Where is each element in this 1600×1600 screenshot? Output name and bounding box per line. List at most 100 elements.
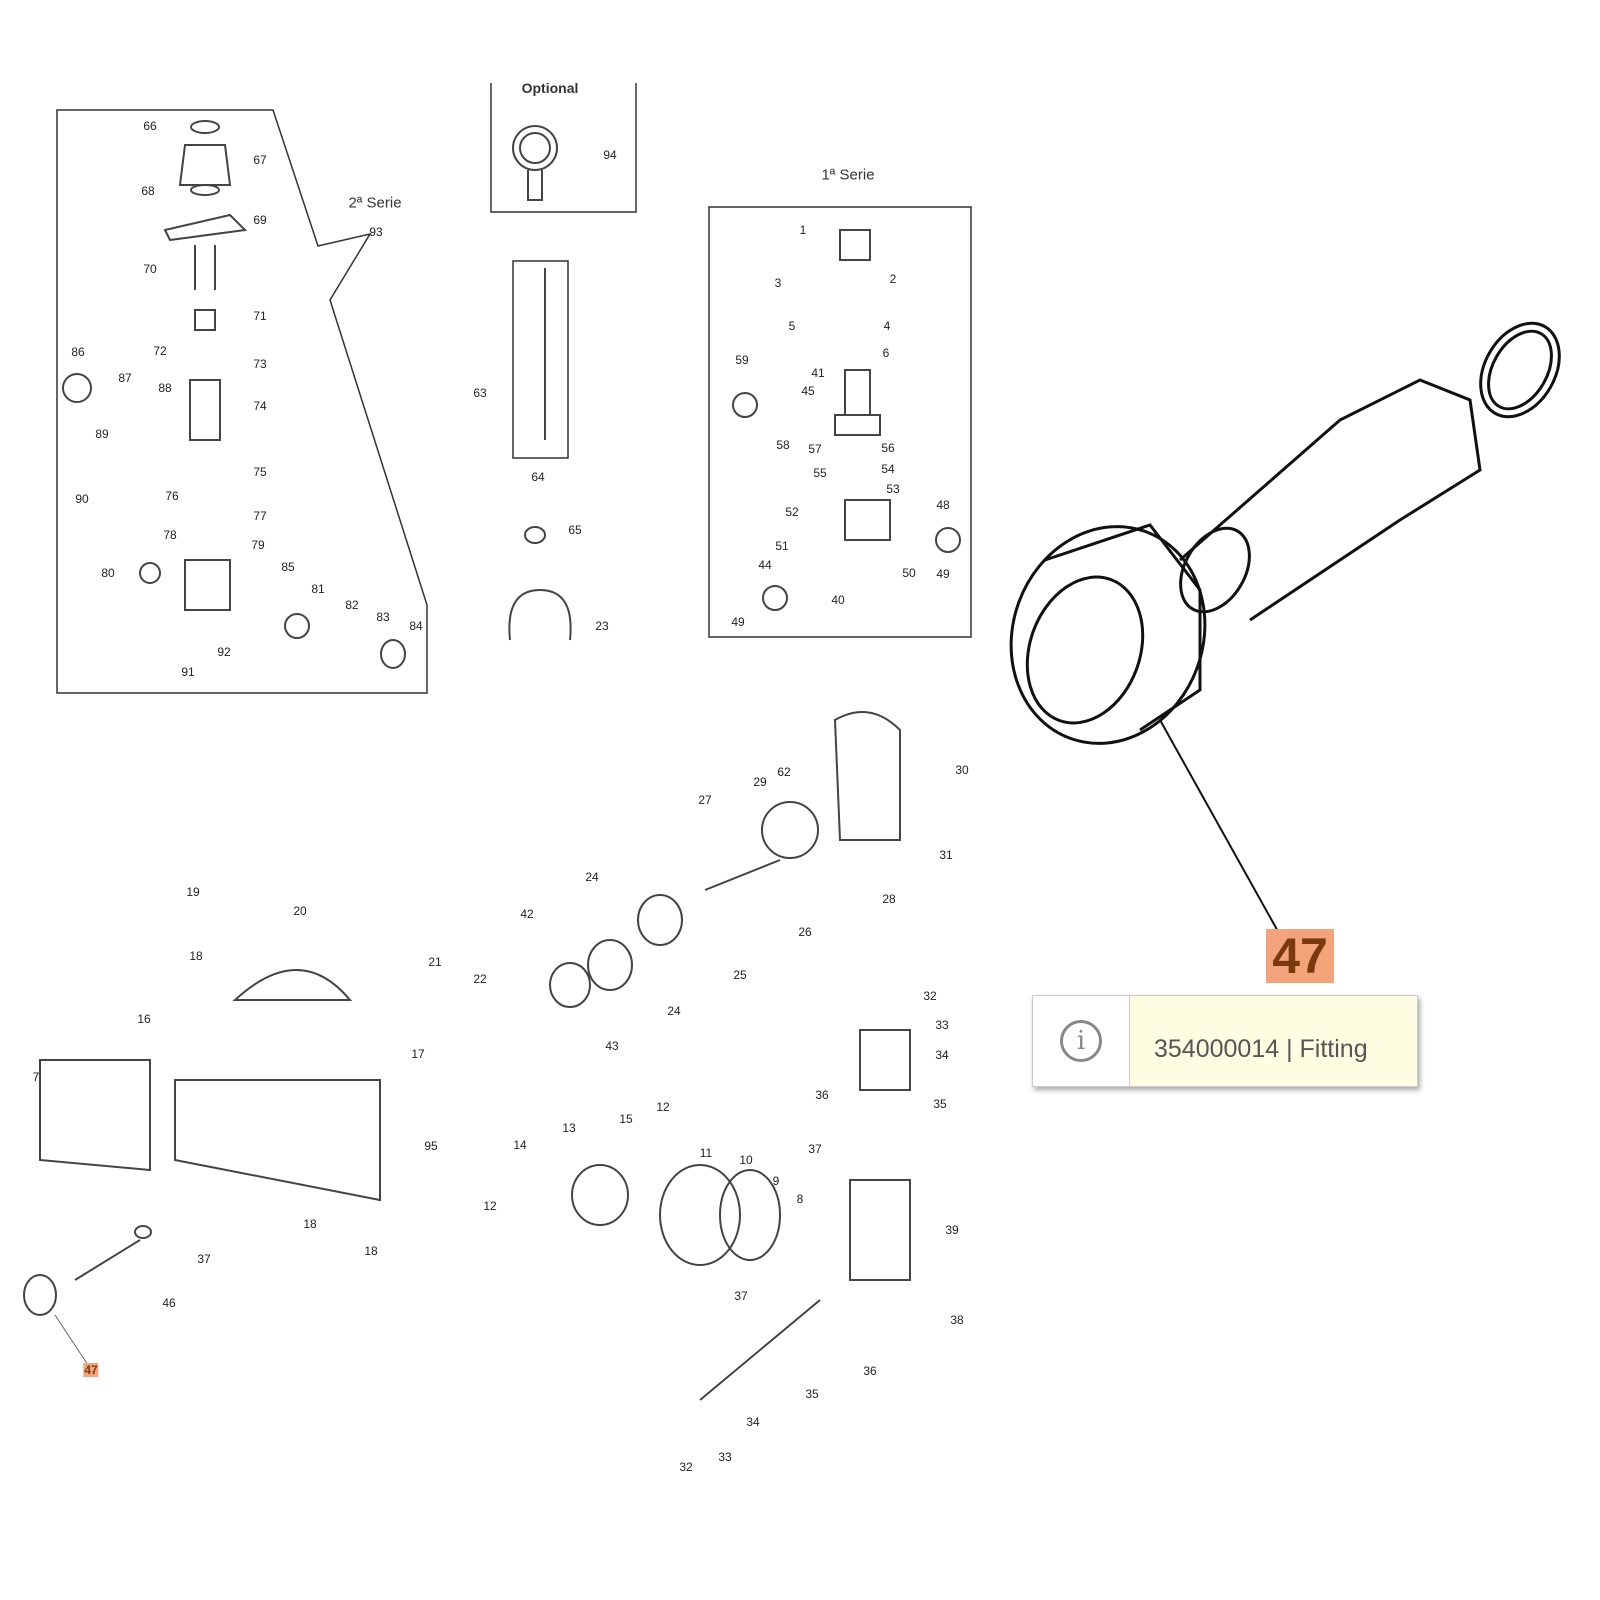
callout-70[interactable]: 70 [143,262,157,276]
selected-callout-47[interactable]: 47 [1266,929,1334,983]
callout-67[interactable]: 67 [253,153,267,167]
callout-45[interactable]: 45 [801,384,815,398]
callout-37[interactable]: 37 [808,1142,822,1156]
callout-2[interactable]: 2 [889,272,897,286]
callout-33[interactable]: 33 [935,1018,949,1032]
callout-49[interactable]: 49 [731,615,745,629]
callout-81[interactable]: 81 [311,582,325,596]
callout-4[interactable]: 4 [883,319,891,333]
callout-42[interactable]: 42 [520,907,534,921]
callout-49[interactable]: 49 [936,567,950,581]
callout-75[interactable]: 75 [253,465,267,479]
callout-23[interactable]: 23 [595,619,609,633]
callout-37[interactable]: 37 [734,1289,748,1303]
callout-83[interactable]: 83 [376,610,390,624]
callout-43[interactable]: 43 [605,1039,619,1053]
callout-6[interactable]: 6 [882,346,890,360]
callout-73[interactable]: 73 [253,357,267,371]
callout-30[interactable]: 30 [955,763,969,777]
callout-78[interactable]: 78 [163,528,177,542]
callout-87[interactable]: 87 [118,371,132,385]
callout-74[interactable]: 74 [253,399,267,413]
callout-92[interactable]: 92 [217,645,231,659]
callout-32[interactable]: 32 [679,1460,693,1474]
callout-59[interactable]: 59 [735,353,749,367]
callout-36[interactable]: 36 [815,1088,829,1102]
callout-18[interactable]: 18 [364,1244,378,1258]
callout-39[interactable]: 39 [945,1223,959,1237]
callout-35[interactable]: 35 [805,1387,819,1401]
callout-80[interactable]: 80 [101,566,115,580]
callout-12[interactable]: 12 [483,1199,497,1213]
callout-22[interactable]: 22 [473,972,487,986]
callout-27[interactable]: 27 [698,793,712,807]
callout-63[interactable]: 63 [473,386,487,400]
callout-65[interactable]: 65 [568,523,582,537]
callout-85[interactable]: 85 [281,560,295,574]
callout-44[interactable]: 44 [758,558,772,572]
callout-66[interactable]: 66 [143,119,157,133]
callout-18[interactable]: 18 [303,1217,317,1231]
callout-93[interactable]: 93 [369,225,383,239]
callout-8[interactable]: 8 [796,1192,804,1206]
callout-88[interactable]: 88 [158,381,172,395]
callout-3[interactable]: 3 [774,276,782,290]
callout-37[interactable]: 37 [197,1252,211,1266]
callout-33[interactable]: 33 [718,1450,732,1464]
callout-94[interactable]: 94 [603,148,617,162]
callout-62[interactable]: 62 [777,765,791,779]
callout-17[interactable]: 17 [411,1047,425,1061]
callout-13[interactable]: 13 [562,1121,576,1135]
callout-34[interactable]: 34 [935,1048,949,1062]
callout-64[interactable]: 64 [531,470,545,484]
callout-15[interactable]: 15 [619,1112,633,1126]
callout-86[interactable]: 86 [71,345,85,359]
callout-82[interactable]: 82 [345,598,359,612]
callout-21[interactable]: 21 [428,955,442,969]
callout-28[interactable]: 28 [882,892,896,906]
callout-35[interactable]: 35 [933,1097,947,1111]
callout-7[interactable]: 7 [32,1070,40,1084]
callout-58[interactable]: 58 [776,438,790,452]
callout-52[interactable]: 52 [785,505,799,519]
callout-47[interactable]: 47 [83,1363,99,1377]
callout-34[interactable]: 34 [746,1415,760,1429]
callout-54[interactable]: 54 [881,462,895,476]
callout-72[interactable]: 72 [153,344,167,358]
callout-31[interactable]: 31 [939,848,953,862]
callout-25[interactable]: 25 [733,968,747,982]
callout-84[interactable]: 84 [409,619,423,633]
callout-50[interactable]: 50 [902,566,916,580]
callout-38[interactable]: 38 [950,1313,964,1327]
callout-48[interactable]: 48 [936,498,950,512]
callout-55[interactable]: 55 [813,466,827,480]
callout-90[interactable]: 90 [75,492,89,506]
callout-32[interactable]: 32 [923,989,937,1003]
callout-10[interactable]: 10 [739,1153,753,1167]
callout-40[interactable]: 40 [831,593,845,607]
callout-69[interactable]: 69 [253,213,267,227]
callout-20[interactable]: 20 [293,904,307,918]
callout-89[interactable]: 89 [95,427,109,441]
callout-79[interactable]: 79 [251,538,265,552]
callout-71[interactable]: 71 [253,309,267,323]
callout-19[interactable]: 19 [186,885,200,899]
callout-68[interactable]: 68 [141,184,155,198]
callout-5[interactable]: 5 [788,319,796,333]
callout-91[interactable]: 91 [181,665,195,679]
callout-11[interactable]: 11 [699,1146,713,1160]
callout-24[interactable]: 24 [585,870,599,884]
callout-24[interactable]: 24 [667,1004,681,1018]
callout-12[interactable]: 12 [656,1100,670,1114]
callout-76[interactable]: 76 [165,489,179,503]
callout-26[interactable]: 26 [798,925,812,939]
callout-41[interactable]: 41 [811,366,825,380]
callout-18[interactable]: 18 [189,949,203,963]
callout-51[interactable]: 51 [775,539,789,553]
callout-56[interactable]: 56 [881,441,895,455]
callout-77[interactable]: 77 [253,509,267,523]
callout-14[interactable]: 14 [513,1138,527,1152]
callout-53[interactable]: 53 [886,482,900,496]
callout-95[interactable]: 95 [424,1139,438,1153]
callout-57[interactable]: 57 [808,442,822,456]
